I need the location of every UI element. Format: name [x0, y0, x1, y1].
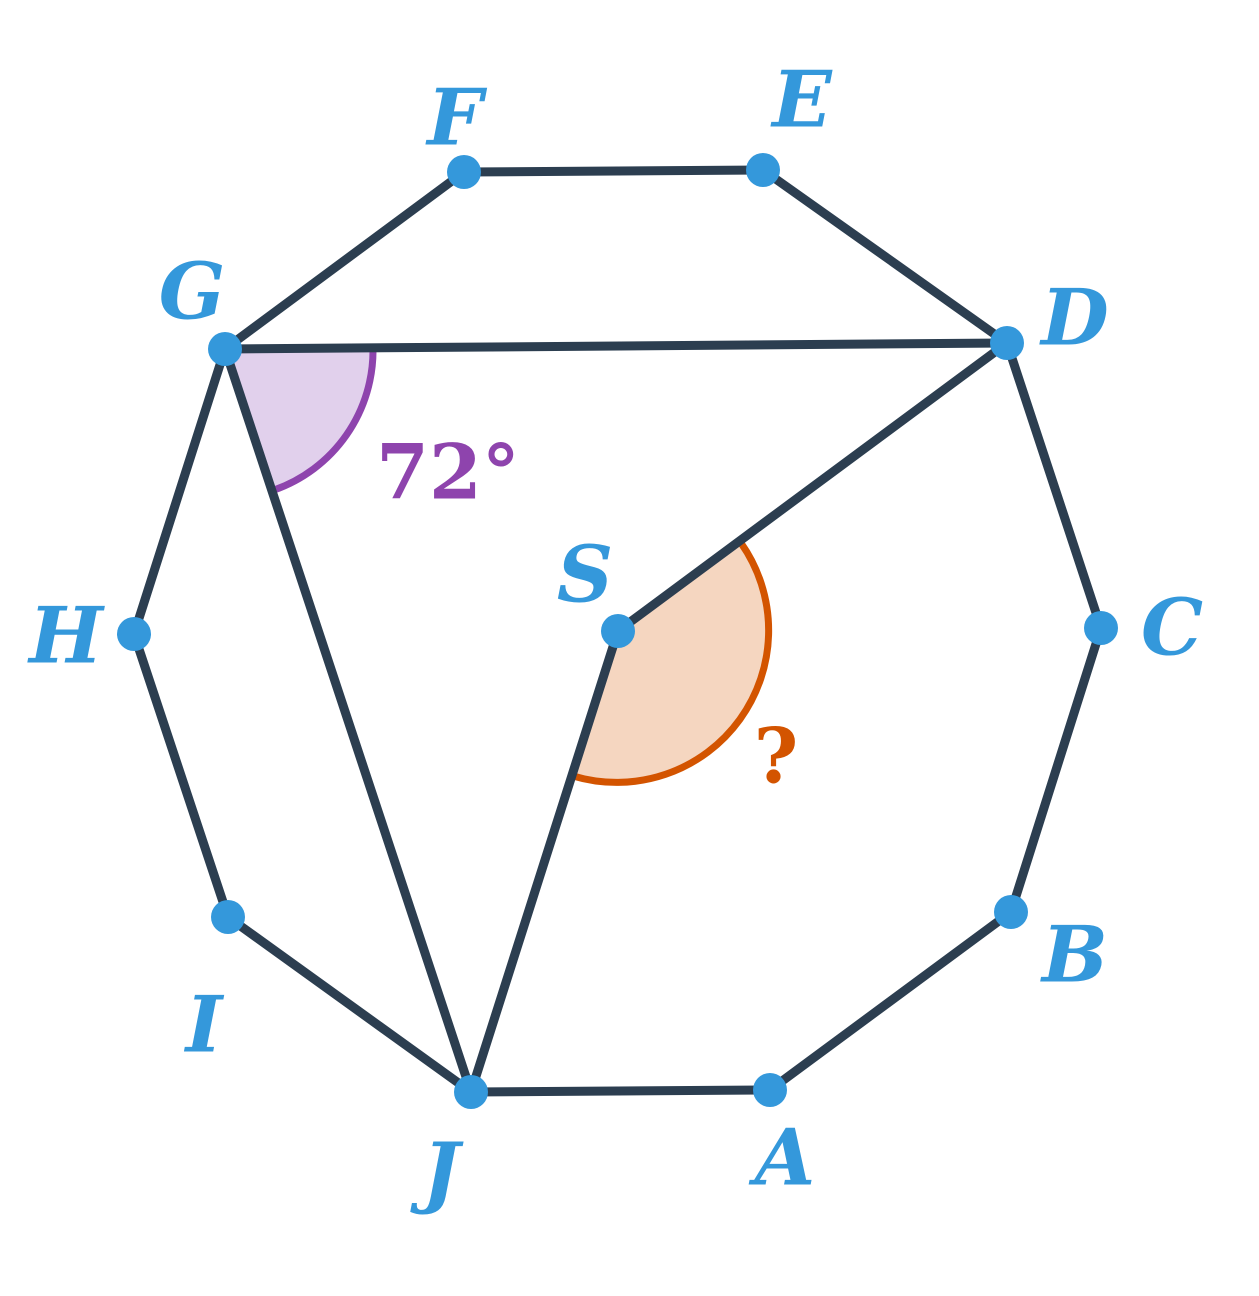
vertex-label-F: F: [425, 73, 487, 164]
vertex-label-G: G: [159, 247, 226, 338]
angle-arc-S: [571, 540, 773, 786]
vertex-dot-B: [994, 895, 1028, 929]
vertex-label-C: C: [1141, 583, 1203, 674]
vertex-label-E: E: [770, 55, 833, 146]
vertex-label-J: J: [410, 1127, 465, 1218]
angle-arc-G: [272, 347, 377, 494]
angle-label-unknown: ?: [754, 712, 799, 801]
segment-GD: [220, 338, 1012, 354]
vertex-dot-G: [208, 332, 242, 366]
vertex-dot-F: [447, 155, 481, 189]
vertex-dot-S: [601, 614, 635, 648]
vertex-label-B: B: [1040, 910, 1108, 1001]
vertex-label-A: A: [748, 1113, 816, 1204]
vertex-dot-J: [454, 1075, 488, 1109]
segment-SD: [613, 338, 1012, 636]
angle-label-known: 72°: [376, 428, 520, 517]
angle-sector-S: [573, 543, 769, 783]
vertex-label-H: H: [27, 591, 105, 682]
vertex-label-D: D: [1039, 273, 1109, 364]
segment-GJ: [220, 344, 476, 1097]
vertex-dot-D: [990, 326, 1024, 360]
vertex-label-I: I: [184, 980, 225, 1071]
segment-SJ: [466, 626, 623, 1097]
vertex-dot-E: [746, 153, 780, 187]
vertex-dot-I: [211, 900, 245, 934]
vertex-label-S: S: [557, 530, 613, 621]
vertex-dot-C: [1084, 611, 1118, 645]
vertex-dot-A: [753, 1073, 787, 1107]
vertex-dot-H: [117, 617, 151, 651]
